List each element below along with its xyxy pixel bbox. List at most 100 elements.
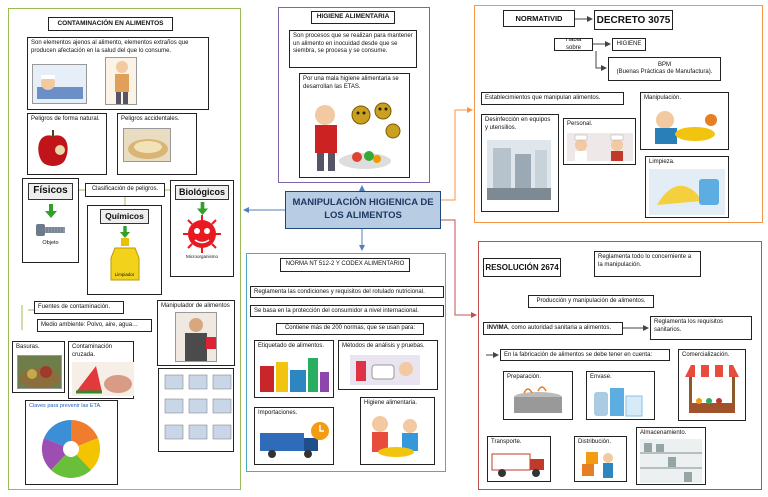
codex-title: NORMA NT 512-2 Y CODEX ALIMENTARIO	[285, 261, 405, 268]
main-topic-box: MANIPULACIÓN HIGIENICA DE LOS ALIMENTOS	[285, 191, 441, 229]
physical-box: Físicos Objeto	[22, 178, 79, 263]
microorganism-icon	[183, 215, 221, 254]
decree-label: DECRETO 3075	[596, 14, 671, 26]
sick-germs-illustration	[315, 102, 401, 171]
products-image	[260, 358, 329, 392]
resolution-title: RESOLUCIÓN 2674	[485, 263, 559, 272]
handwashing-steps-image	[158, 368, 234, 452]
watermelon-meat-image	[72, 362, 134, 396]
accidental-hazards-label: Peligros accidentales.	[121, 116, 180, 122]
sick-person-image	[32, 64, 87, 104]
environment-box: Medio ambiente: Polvo, aire, agua…	[37, 319, 152, 332]
consumer-protection-text: Se basa en la protección del consumidor …	[254, 308, 419, 314]
environment-label: Medio ambiente: Polvo, aire, agua…	[41, 322, 139, 328]
sanitary-requirements-box: Reglamenta los requisitos sanitarios.	[650, 316, 752, 340]
contamination-title: CONTAMINACIÓN EN ALIMENTOS	[48, 17, 173, 31]
imports-label: Importaciones.	[258, 410, 298, 416]
invima-rest: , como autoridad sanitaria a alimentos.	[508, 325, 612, 331]
screw-icon	[35, 223, 65, 236]
bpm-label: BPM	[657, 61, 671, 68]
establishments-box: Establecimientos que manipulan alimentos…	[481, 92, 624, 105]
bpm-full-label: (Buenas Prácticas de Manufactura).	[616, 69, 713, 75]
handling-image	[655, 111, 717, 144]
hygiene-food-label: Higiene alimentaria.	[364, 400, 418, 406]
kitchen-equipment-image	[487, 140, 551, 200]
physical-label: Físicos	[28, 183, 73, 200]
rotten-apple-image	[33, 128, 73, 171]
hygiene-tag-box: HIGIENE	[612, 38, 646, 51]
sources-box: Fuentes de contaminación.	[34, 301, 124, 314]
preparation-label: Preparación.	[507, 374, 542, 380]
decree-box: DECRETO 3075	[594, 10, 673, 30]
cleaning-image	[649, 169, 725, 215]
contamination-definition: Son elementos ajenos al alimento, elemen…	[31, 40, 189, 54]
hygiene-definition-box: Son procesos que se realizan para manten…	[289, 30, 417, 68]
consumer-protection-box: Se basa en la protección del consumidor …	[250, 305, 444, 317]
cross-contamination-label: Contaminación cruzada.	[72, 344, 113, 358]
transport-label: Transporte.	[491, 439, 522, 445]
commercialization-label: Comercialización.	[682, 352, 730, 358]
delivery-truck-image	[491, 453, 544, 477]
manufacturing-text: En la fabricación de alimentos se debe t…	[504, 352, 653, 358]
regulates-all-text: Reglamenta todo lo concerniente a la man…	[598, 254, 692, 268]
packaging-label: Envase.	[590, 374, 612, 380]
green-arrow-icon	[119, 225, 130, 238]
packages-image	[594, 388, 643, 417]
handling-box: Manipulación.	[640, 92, 729, 150]
hygiene-title: HIGIENE ALIMENTARIA	[311, 11, 395, 24]
disinfection-label: Desinfección en equipos y utensilios.	[485, 117, 551, 131]
handler-label: Manipulador de alimentos	[161, 303, 230, 309]
staff-label: Personal.	[567, 121, 593, 127]
eta-keys-wheel-icon	[41, 419, 101, 478]
cleaner-label: Limpiador	[114, 271, 135, 277]
eta-keys-label: Claves para prevenir las ETA.	[29, 403, 102, 409]
cooking-pot-image	[514, 386, 562, 413]
green-arrow-icon	[196, 202, 208, 216]
sources-label: Fuentes de contaminación.	[38, 304, 111, 310]
normativity-label: NORMATIVID	[515, 14, 563, 23]
establishments-label: Establecimientos que manipulan alimentos…	[485, 95, 601, 101]
garbage-image	[17, 355, 62, 389]
classification-label: Clasificación de peligros.	[91, 186, 159, 193]
object-label: Objeto	[42, 239, 59, 246]
chemical-label: Químicos	[100, 209, 149, 224]
resolution-title-box: RESOLUCIÓN 2674	[483, 258, 561, 277]
microorganism-label: Microorganismo	[185, 254, 218, 260]
handling-label: Manipulación.	[644, 95, 682, 101]
storage-label: Almacenamiento.	[640, 430, 687, 436]
stomach-ache-image	[105, 57, 137, 105]
analysis-methods-label: Métodos de análisis y pruebas.	[342, 343, 425, 349]
storage-image	[640, 439, 702, 483]
production-text: Producción y manipulación de alimentos.	[536, 297, 646, 304]
standards-count-text: Contiene más de 200 normas, que se usan …	[284, 325, 416, 332]
truck-clock-image	[260, 422, 329, 458]
production-box: Producción y manipulación de alimentos.	[528, 295, 654, 308]
accidental-food-image	[123, 128, 171, 162]
distribution-image	[582, 452, 613, 478]
regulates-all-box: Reglamenta todo lo concerniente a la man…	[594, 251, 701, 277]
invima-bold: INVIMA	[487, 325, 508, 331]
main-topic-title: MANIPULACIÓN HIGIENICA DE LOS ALIMENTOS	[292, 197, 434, 221]
codex-title-box: NORMA NT 512-2 Y CODEX ALIMENTARIO	[280, 258, 410, 272]
bpm-box: BPM (Buenas Prácticas de Manufactura).	[608, 57, 721, 81]
invima-box: INVIMA, como autoridad sanitaria a alime…	[483, 322, 623, 335]
garbage-label: Basuras.	[16, 344, 40, 350]
handler-image	[175, 312, 217, 362]
kids-cooking-image	[372, 416, 418, 457]
lab-test-image	[350, 355, 420, 385]
natural-hazards-label: Peligros de forma natural.	[31, 116, 100, 122]
standards-count-box: Contiene más de 200 normas, que se usan …	[276, 323, 424, 335]
hygiene-tag-label: HIGIENE	[616, 40, 642, 47]
nutrition-labeling-box: Reglamenta las condiciones y requisitos …	[250, 286, 444, 298]
biological-label: Biológicos	[174, 185, 229, 201]
biological-box: Biológicos Microorganismo	[170, 180, 234, 277]
market-stall-image	[685, 365, 739, 413]
chefs-image	[567, 133, 633, 161]
distribution-label: Distribución.	[578, 439, 612, 445]
cleaning-label: Limpieza.	[649, 159, 675, 165]
sanitary-requirements-text: Reglamenta los requisitos sanitarios.	[654, 319, 724, 333]
labeling-label: Etiquetado de alimentos.	[258, 343, 325, 349]
normativity-box: NORMATIVID	[503, 10, 575, 27]
cleaner-bottle-icon	[110, 237, 139, 281]
